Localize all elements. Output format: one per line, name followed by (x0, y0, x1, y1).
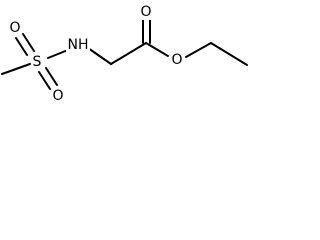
atom-sulfur: S (33, 54, 42, 70)
molecule-diagram: S O O NH O O (1, 4, 248, 104)
atom-oxygen-bottom: O (52, 88, 63, 104)
atom-labels: S O O NH O O (8, 4, 184, 104)
atom-nitrogen: NH (68, 37, 89, 53)
bond-s-o-bottom-a (38, 71, 51, 90)
atom-oxygen-carbonyl: O (140, 4, 151, 20)
bonds (1, 17, 248, 90)
bond-ethyl-methyl (210, 42, 248, 66)
bond-s-o-bottom-b (45, 67, 58, 86)
bond-methyl-s (1, 63, 31, 75)
bond-n-ch2 (87, 47, 112, 65)
bond-ch2-c (110, 42, 147, 65)
atom-oxygen-ester: O (171, 52, 182, 68)
bond-c-o-ester (145, 42, 169, 57)
atom-oxygen-top: O (9, 20, 20, 36)
bond-o-ethyl (185, 42, 212, 58)
bond-s-o-top-b (22, 33, 35, 52)
bond-s-o-top-a (15, 37, 28, 56)
bond-s-n (47, 49, 69, 59)
